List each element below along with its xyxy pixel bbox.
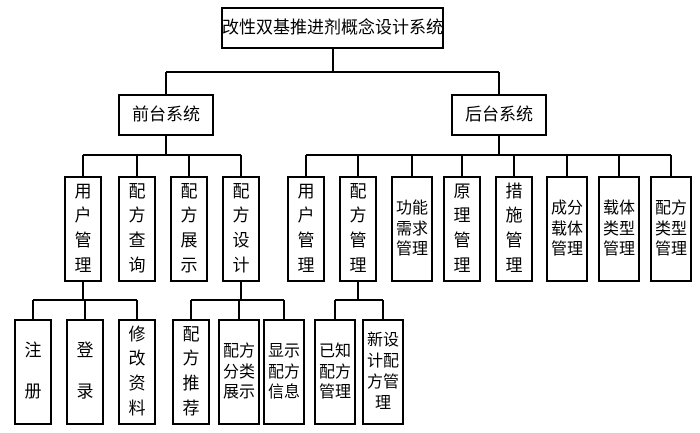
root-node: 改性双基推进剂概念设计系统: [221, 7, 444, 49]
recipe-query-label: 配方查询: [128, 181, 146, 276]
backend-node: 后台系统: [451, 94, 547, 136]
known-recipe-management-label: 已知配方管理: [318, 340, 351, 402]
frontend-node: 前台系统: [118, 94, 214, 136]
register-node: 注册: [14, 319, 52, 425]
frontend-node-label: 前台系统: [132, 104, 200, 125]
new-recipe-management-label: 新设计配方管理: [366, 330, 399, 412]
recipe-type-management-label: 配方类型管理: [654, 197, 687, 259]
carrier-type-management-label: 载体类型管理: [602, 197, 635, 259]
login-label: 登录: [76, 341, 94, 402]
frontend-user-management-node: 用户管理: [64, 176, 102, 282]
component-carrier-management-label: 成分载体管理: [550, 197, 583, 259]
backend-user-management-node: 用户管理: [287, 176, 325, 282]
carrier-type-management-node: 载体类型管理: [598, 176, 640, 282]
recipe-management-node: 配方管理: [339, 176, 377, 282]
recipe-type-management-node: 配方类型管理: [650, 176, 692, 282]
recipe-design-node: 配方设计: [222, 176, 260, 282]
recipe-category-display-label: 配方分类展示: [222, 340, 255, 402]
frontend-user-management-label: 用户管理: [74, 181, 92, 276]
component-carrier-management-node: 成分载体管理: [546, 176, 588, 282]
edit-profile-label: 修改资料: [128, 324, 146, 419]
register-label: 注册: [24, 341, 42, 402]
login-node: 登录: [66, 319, 104, 425]
recipe-query-node: 配方查询: [118, 176, 156, 282]
known-recipe-management-node: 已知配方管理: [314, 319, 356, 425]
show-recipe-info-label: 显示配方信息: [267, 340, 300, 402]
recipe-display-label: 配方展示: [180, 181, 198, 276]
requirement-management-label: 功能需求管理: [395, 197, 428, 259]
recipe-display-node: 配方展示: [170, 176, 208, 282]
measure-management-label: 措施管理: [505, 181, 523, 276]
principle-management-label: 原理管理: [453, 181, 471, 276]
root-node-label: 改性双基推进剂概念设计系统: [222, 17, 443, 38]
backend-user-management-label: 用户管理: [297, 181, 315, 276]
principle-management-node: 原理管理: [443, 176, 481, 282]
measure-management-node: 措施管理: [495, 176, 533, 282]
edit-profile-node: 修改资料: [118, 319, 156, 425]
recipe-design-label: 配方设计: [232, 181, 250, 276]
requirement-management-node: 功能需求管理: [391, 176, 433, 282]
recipe-recommend-label: 配方推荐: [182, 324, 200, 419]
new-recipe-management-node: 新设计配方管理: [362, 319, 404, 425]
show-recipe-info-node: 显示配方信息: [263, 319, 305, 425]
recipe-recommend-node: 配方推荐: [172, 319, 210, 425]
recipe-category-display-node: 配方分类展示: [218, 319, 260, 425]
recipe-management-label: 配方管理: [349, 181, 367, 276]
backend-node-label: 后台系统: [465, 104, 533, 125]
